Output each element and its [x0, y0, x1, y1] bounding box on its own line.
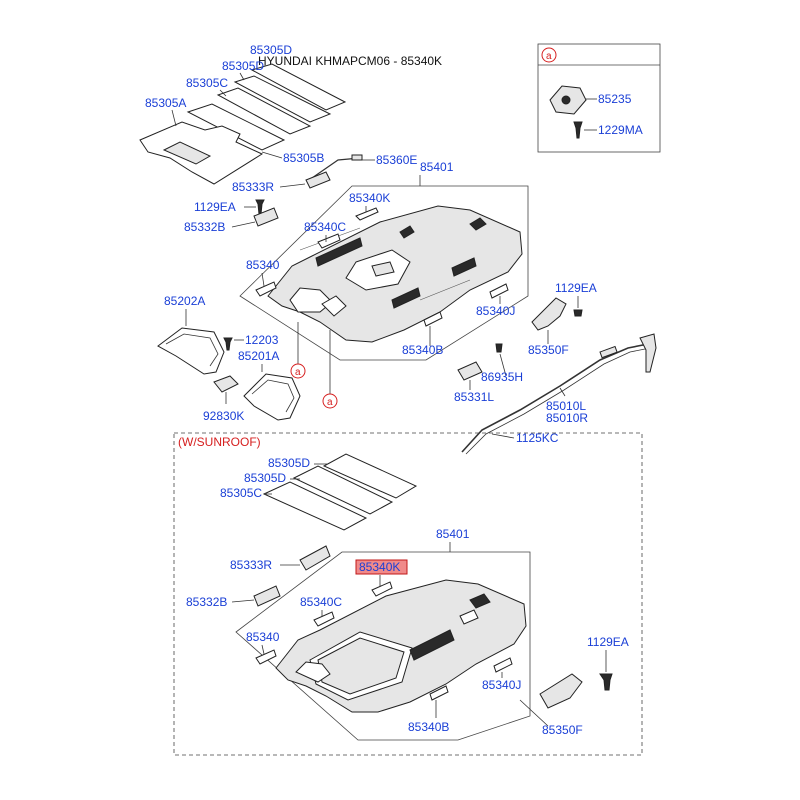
sr-label-85332B: 85332B	[186, 595, 227, 609]
pad-85305C	[216, 87, 312, 135]
screw-1229MA	[573, 121, 583, 139]
pad-85305D-lower	[233, 75, 332, 123]
headliner-85401	[239, 185, 529, 361]
label-85201A: 85201A	[238, 349, 279, 363]
label-85010R: 85010R	[546, 411, 588, 425]
sunroof-title: (W/SUNROOF)	[178, 435, 261, 449]
marker-a-1-label: a	[295, 367, 301, 378]
label-85305C: 85305C	[186, 76, 228, 90]
label-85305D-b: 85305D	[222, 59, 264, 73]
grip-85340K: 85340K	[349, 191, 390, 221]
label-85340: 85340	[246, 258, 280, 272]
sr-label-1129EA: 1129EA	[587, 635, 629, 649]
sr-pad-85305C	[262, 481, 368, 531]
label-86935H: 86935H	[481, 370, 523, 384]
label-85305A: 85305A	[145, 96, 186, 110]
sr-label-85333R: 85333R	[230, 558, 272, 572]
inset-frame	[537, 43, 661, 153]
label-1125KC: 1125KC	[516, 431, 559, 445]
holder-92830K: 92830K	[203, 375, 244, 423]
label-85305D-a: 85305D	[250, 43, 292, 57]
label-85235: 85235	[598, 92, 632, 106]
label-85332B: 85332B	[184, 220, 225, 234]
airbag-85010: 85010L 85010R 1125KC	[461, 333, 657, 455]
sunvisor-85201A: 85201A	[238, 349, 301, 421]
label-85331L: 85331L	[454, 390, 494, 404]
pad-group-85305: 85305D 85305D 85305C 85305A 85305B	[139, 43, 347, 185]
grip-85340C: 85340C	[304, 220, 346, 249]
sr-label-85305C: 85305C	[220, 486, 262, 500]
sr-label-85340: 85340	[246, 630, 280, 644]
label-85340K: 85340K	[349, 191, 390, 205]
label-12203: 12203	[245, 333, 279, 347]
marker-a-2	[322, 393, 338, 409]
label-1229MA: 1229MA	[598, 123, 643, 137]
screw-1129EA-upper: 1129EA	[194, 199, 265, 215]
bracket-85332B: 85332B	[184, 207, 279, 234]
label-85333R: 85333R	[232, 180, 274, 194]
bracket-85350F: 1129EA 85350F	[528, 281, 597, 357]
sr-highlight-85340K	[355, 559, 408, 575]
sr-pad-85305D	[322, 453, 418, 499]
wire-85360E: 85360E	[311, 153, 417, 179]
screw-12203: 12203	[223, 333, 279, 351]
sunvisor-right-body	[243, 373, 301, 421]
sr-label-85350F: 85350F	[542, 723, 583, 737]
inset-box: a 85235 1229MA	[537, 43, 661, 153]
bracket-85331L: 85331L	[454, 361, 494, 404]
grip-85340: 85340	[246, 258, 280, 297]
sr-label-85340C: 85340C	[300, 595, 342, 609]
label-85340B: 85340B	[402, 343, 443, 357]
label-1129EA-upper: 1129EA	[194, 200, 236, 214]
sr-label-85305D-2: 85305D	[244, 471, 286, 485]
inset-marker-circle	[541, 47, 557, 63]
sunroof-frame	[173, 432, 643, 756]
label-85340J: 85340J	[476, 304, 515, 318]
label-85360E: 85360E	[376, 153, 417, 167]
label-85350F: 85350F	[528, 343, 569, 357]
grip-85340B: 85340B	[402, 311, 443, 357]
sr-label-85340K: 85340K	[359, 560, 400, 574]
label-85202A: 85202A	[164, 294, 205, 308]
grip-85340J: 85340J	[476, 283, 515, 318]
inset-marker-label: a	[546, 51, 552, 62]
marker-a-2-label: a	[327, 397, 333, 408]
bracket-85333R: 85333R	[232, 171, 331, 194]
label-85010L: 85010L	[546, 399, 586, 413]
clip-86935H: 86935H	[481, 343, 523, 384]
sr-pad-85305D-2	[292, 465, 394, 515]
sunvisor-85202A: 85202A	[157, 294, 225, 375]
marker-a-1	[290, 363, 306, 379]
label-85401: 85401	[420, 160, 454, 174]
diagram-title: HYUNDAI KHMAPCM06 - 85340K	[258, 54, 442, 68]
sr-label-85305D: 85305D	[268, 456, 310, 470]
label-85305B: 85305B	[283, 151, 324, 165]
sr-label-85340J: 85340J	[482, 678, 521, 692]
sunroof-section: (W/SUNROOF) 85305D 85305D 85305C 85401 8…	[173, 432, 643, 756]
label-85340C: 85340C	[304, 220, 346, 234]
sr-label-85401: 85401	[436, 527, 470, 541]
sr-label-85340B: 85340B	[408, 720, 449, 734]
label-1129EA-right: 1129EA	[555, 281, 597, 295]
label-92830K: 92830K	[203, 409, 244, 423]
